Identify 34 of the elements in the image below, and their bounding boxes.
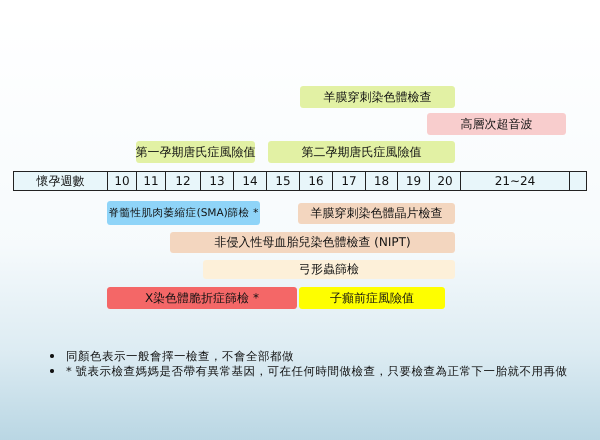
bar-label: 脊髓性肌肉萎縮症(SMA)篩檢 * — [108, 206, 258, 220]
bar-label: 非侵入性母血胎兒染色體檢查 (NIPT) — [214, 234, 411, 251]
bar-label: 羊膜穿刺染色體晶片檢查 — [310, 205, 442, 222]
week-cell: 14 — [233, 171, 267, 191]
bar-label: 第一孕期唐氏症風險值 — [136, 144, 256, 160]
week-cell: 19 — [397, 171, 430, 191]
bar-label: X染色體脆折症篩檢 * — [144, 290, 260, 306]
timeline-bar — [299, 287, 445, 309]
week-cell: 12 — [165, 171, 201, 191]
timeline-bar — [170, 232, 455, 253]
timeline-bar — [300, 86, 455, 108]
timeline-bar — [107, 287, 297, 309]
note-text: 同顏色表示一般會擇一檢查，不會全部都做 — [66, 349, 294, 363]
week-cell: 18 — [365, 171, 398, 191]
timeline-bar — [107, 201, 260, 225]
week-cell: 16 — [299, 171, 333, 191]
row-header-cell: 懷孕週數 — [13, 171, 108, 191]
bar-label: 子癲前症風險值 — [330, 290, 414, 306]
week-cell: 13 — [200, 171, 234, 191]
timeline-bar — [427, 113, 566, 135]
week-cell: 21~24 — [460, 171, 570, 191]
week-cell: 15 — [266, 171, 300, 191]
timeline-bar — [203, 260, 455, 279]
bar-label: 高層次超音波 — [460, 116, 532, 132]
bar-label: 弓形蟲篩檢 — [299, 261, 359, 278]
timeline-bar — [268, 141, 455, 163]
week-cell: 20 — [429, 171, 461, 191]
week-cell: 11 — [136, 171, 166, 191]
bar-label: 羊膜穿刺染色體檢查 — [324, 88, 432, 106]
timeline-bar — [298, 203, 455, 224]
week-cell: 10 — [107, 171, 137, 191]
bar-label: 第二孕期唐氏症風險值 — [302, 144, 422, 160]
note-text: * 號表示檢查媽媽是否帶有異常基因，可在任何時間做檢查，只要檢查為正常下一胎就不用再做 — [66, 364, 568, 378]
week-cell: 17 — [332, 171, 366, 191]
